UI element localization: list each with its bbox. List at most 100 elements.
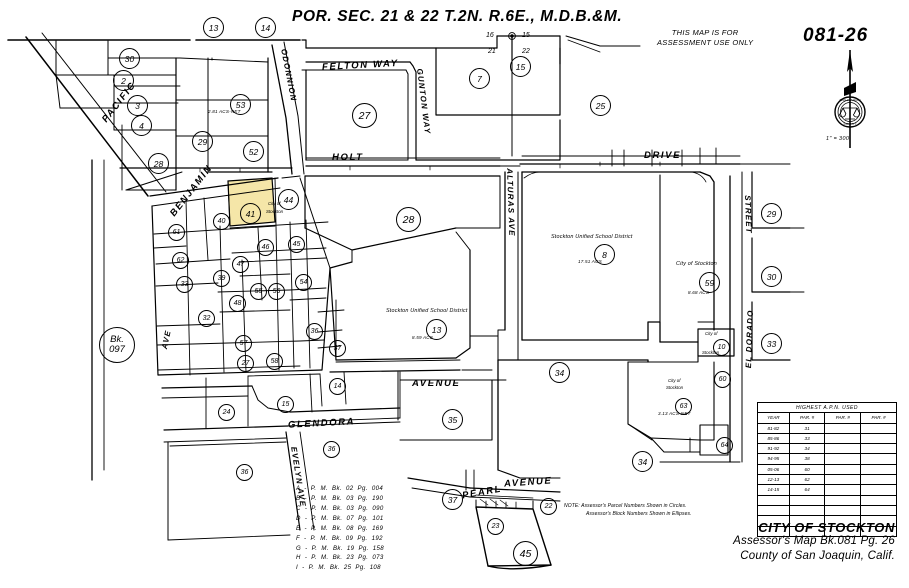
parcel-circle-7[interactable]: 7 xyxy=(469,68,490,89)
apn-cell: 81-82 xyxy=(757,422,790,434)
apn-cell: 91-92 xyxy=(757,443,790,455)
footer-county: County of San Joaquin, Calif. xyxy=(740,550,895,562)
parcel-circle-52[interactable]: 52 xyxy=(243,141,264,162)
parcel-circle-54[interactable]: 54 xyxy=(295,274,312,291)
parcel-number-label: 25 xyxy=(595,100,606,111)
legend-item: I - P. M. Bk. 25 Pg. 108 xyxy=(296,564,381,572)
parcel-circle-58[interactable]: 58 xyxy=(266,353,283,370)
street-label-holt: HOLT xyxy=(332,152,364,163)
parcel-circle-28[interactable]: 28 xyxy=(148,153,169,174)
owner-label-parcel-10-line1: City of xyxy=(705,331,718,336)
parcel-circle-27[interactable]: 27 xyxy=(237,355,254,372)
parcel-circle-34[interactable]: 34 xyxy=(549,362,570,383)
parcel-circle-41[interactable]: 41 xyxy=(240,203,261,224)
parcel-circle-27[interactable]: 27 xyxy=(352,103,377,128)
apn-cell: 14-15 xyxy=(757,484,790,496)
parcel-circle-15[interactable]: 15 xyxy=(510,56,531,77)
parcel-number-label: 33 xyxy=(766,338,777,349)
parcel-circle-48[interactable]: 48 xyxy=(229,295,246,312)
parcel-circle-46[interactable]: 46 xyxy=(257,239,274,256)
parcel-circle-33[interactable]: 33 xyxy=(761,333,782,354)
parcel-circle-30[interactable]: 30 xyxy=(761,266,782,287)
book-page-number: 081-26 xyxy=(803,25,869,46)
parcel-number-label: 47 xyxy=(236,261,245,268)
parcel-number-label: 13 xyxy=(431,324,442,335)
parcel-circle-24[interactable]: 24 xyxy=(218,404,235,421)
parcel-number-label: 22 xyxy=(544,503,553,510)
parcel-number-label: 45 xyxy=(292,241,301,248)
parcel-circle-47[interactable]: 47 xyxy=(232,256,249,273)
parcel-circle-44[interactable]: 44 xyxy=(278,189,299,210)
parcel-circle-4[interactable]: 4 xyxy=(131,115,152,136)
apn-cell: 85-86 xyxy=(757,432,790,445)
parcel-number-label: 52 xyxy=(248,146,259,157)
owner-label-parcel-8: Stockton Unified School District xyxy=(551,234,633,240)
parcel-number-label: 29 xyxy=(766,208,777,219)
parcel-circle-28[interactable]: 28 xyxy=(396,207,421,232)
parcel-circle-23[interactable]: 23 xyxy=(487,518,504,535)
street-label-street-right: STREET xyxy=(743,195,754,235)
parcel-number-label: 7 xyxy=(477,73,482,84)
owner-label-parcel-59: City of Stockton xyxy=(676,261,717,267)
parcel-circle-14[interactable]: 14 xyxy=(255,17,276,38)
parcel-circle-13[interactable]: 13 xyxy=(203,17,224,38)
parcel-circle-62[interactable]: 62 xyxy=(172,252,189,269)
apn-table-row xyxy=(757,494,897,506)
apn-cell xyxy=(824,504,862,517)
parcel-circle-45[interactable]: 45 xyxy=(513,541,538,566)
apn-cell xyxy=(788,494,826,506)
parcel-circle-29[interactable]: 29 xyxy=(192,131,213,152)
parcel-circle-37[interactable]: 37 xyxy=(329,340,346,357)
parcel-circle-55[interactable]: 55 xyxy=(250,283,267,300)
apn-cell: 62 xyxy=(788,474,826,486)
parcel-circle-13[interactable]: 13 xyxy=(426,319,447,340)
parcel-circle-59[interactable]: 59 xyxy=(699,272,720,293)
parcel-number-label: 55 xyxy=(254,288,263,295)
owner-label-parcel-13: Stockton Unified School District xyxy=(386,308,468,314)
parcel-circle-61[interactable]: 61 xyxy=(168,224,185,241)
acreage-parcel-59: 8.68 ACS xyxy=(688,290,710,295)
parcel-circle-36[interactable]: 36 xyxy=(306,323,323,340)
parcel-circle-25[interactable]: 25 xyxy=(590,95,611,116)
parcel-circle-2[interactable]: 2 xyxy=(113,70,134,91)
parcel-circle-14[interactable]: 14 xyxy=(329,378,346,395)
parcel-number-label: 46 xyxy=(261,244,270,251)
parcel-number-label: 2 xyxy=(121,75,126,86)
parcel-circle-30[interactable]: 30 xyxy=(119,48,140,69)
owner-label-parcel-60-line2: Stockton xyxy=(666,385,684,390)
parcel-circle-36[interactable]: 36 xyxy=(323,441,340,458)
apn-table-row xyxy=(757,504,897,517)
parcel-circle-57[interactable]: 57 xyxy=(235,335,252,352)
apn-cell xyxy=(860,484,897,496)
apn-cell xyxy=(757,494,790,506)
parcel-circle-39[interactable]: 39 xyxy=(213,270,230,287)
parcel-circle-34[interactable]: 34 xyxy=(632,451,653,472)
parcel-circle-8[interactable]: 8 xyxy=(594,244,615,265)
parcel-circle-45[interactable]: 45 xyxy=(288,236,305,253)
parcel-circle-10[interactable]: 10 xyxy=(713,339,730,356)
acreage-parcel-8: 17.51 ACS xyxy=(578,259,602,264)
parcel-circle-60[interactable]: 60 xyxy=(714,371,731,388)
parcel-circle-22[interactable]: 22 xyxy=(540,498,557,515)
map-scale-label: 1" = 300' xyxy=(826,136,851,142)
parcel-circle-64[interactable]: 64 xyxy=(716,437,733,454)
parcel-circle-29[interactable]: 29 xyxy=(761,203,782,224)
owner-label-parcel-10-line2: Stockton xyxy=(702,350,720,355)
parcel-circle-35[interactable]: 35 xyxy=(442,409,463,430)
parcel-number-label: 44 xyxy=(283,194,294,205)
parcel-circle-63[interactable]: 63 xyxy=(675,398,692,415)
parcel-circle-33[interactable]: 33 xyxy=(176,276,193,293)
section-number-16: 16 xyxy=(486,32,494,39)
parcel-circle-36[interactable]: 36 xyxy=(236,464,253,481)
apn-cell: 34 xyxy=(788,443,826,455)
parcel-circle-53[interactable]: 53 xyxy=(230,94,251,115)
apn-cell xyxy=(824,474,862,486)
parcel-circle-56[interactable]: 56 xyxy=(268,283,285,300)
parcel-circle-37[interactable]: 37 xyxy=(442,489,463,510)
parcel-circle-40[interactable]: 40 xyxy=(213,213,230,230)
parcel-circle-3[interactable]: 3 xyxy=(127,95,148,116)
parcel-number-label: 39 xyxy=(217,275,226,282)
apn-cell: 38 xyxy=(788,453,826,465)
parcel-circle-32[interactable]: 32 xyxy=(198,310,215,327)
parcel-circle-15[interactable]: 15 xyxy=(277,396,294,413)
